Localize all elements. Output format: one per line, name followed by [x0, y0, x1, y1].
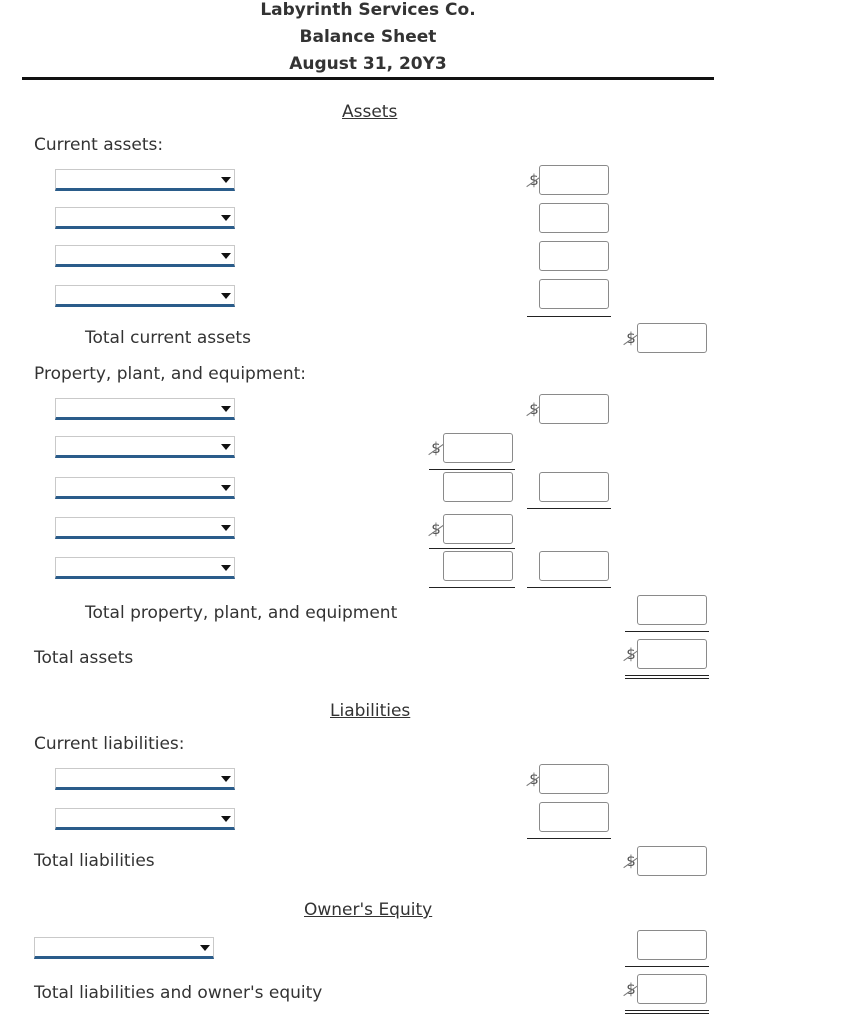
ppe-accum-depr-amount-2[interactable] — [443, 551, 513, 581]
dollar-sign-icon: $ — [429, 520, 443, 540]
total-assets-amount[interactable] — [637, 639, 707, 669]
ppe-select-2[interactable] — [55, 436, 235, 458]
ppe-net-amount-2[interactable] — [539, 472, 609, 502]
ppe-net-amount-1[interactable] — [539, 394, 609, 424]
dropdown-arrow-icon — [221, 485, 231, 491]
double-rule — [625, 675, 709, 679]
double-rule — [625, 1010, 709, 1014]
current-asset-select-2[interactable] — [55, 207, 235, 229]
dollar-sign-icon: $ — [624, 645, 638, 665]
subtotal-rule — [429, 469, 515, 470]
current-asset-amount-2[interactable] — [539, 203, 609, 233]
statement-date: August 31, 20Y3 — [289, 54, 447, 74]
subtotal-rule — [625, 966, 709, 967]
liability-amount-2[interactable] — [539, 802, 609, 832]
dollar-sign-icon: $ — [624, 329, 638, 349]
ppe-cost-amount-2[interactable] — [443, 514, 513, 544]
current-asset-select-1[interactable] — [55, 169, 235, 191]
dropdown-arrow-icon — [221, 215, 231, 221]
dropdown-arrow-icon — [221, 406, 231, 412]
dropdown-arrow-icon — [221, 525, 231, 531]
total-liabilities-equity-label: Total liabilities and owner's equity — [34, 983, 323, 1003]
company-name: Labyrinth Services Co. — [260, 0, 476, 20]
assets-heading: Assets — [342, 102, 398, 122]
subtotal-rule — [527, 838, 611, 839]
total-ppe-amount[interactable] — [637, 595, 707, 625]
ppe-label: Property, plant, and equipment: — [34, 364, 307, 384]
current-asset-amount-3[interactable] — [539, 241, 609, 271]
ppe-cost-amount-1[interactable] — [443, 433, 513, 463]
current-asset-select-4[interactable] — [55, 285, 235, 307]
equity-amount[interactable] — [637, 930, 707, 960]
liabilities-heading: Liabilities — [330, 701, 411, 721]
dollar-sign-icon: $ — [624, 980, 638, 1000]
current-assets-label: Current assets: — [34, 135, 164, 155]
ppe-select-5[interactable] — [55, 557, 235, 579]
dropdown-arrow-icon — [200, 945, 210, 951]
current-asset-select-3[interactable] — [55, 245, 235, 267]
dropdown-arrow-icon — [221, 253, 231, 259]
total-liabilities-equity-amount[interactable] — [637, 974, 707, 1004]
dollar-sign-icon: $ — [527, 400, 541, 420]
subtotal-rule — [527, 508, 611, 509]
current-liabilities-label: Current liabilities: — [34, 734, 185, 754]
dropdown-arrow-icon — [221, 293, 231, 299]
subtotal-rule — [625, 631, 709, 632]
dropdown-arrow-icon — [221, 444, 231, 450]
total-current-assets-label: Total current assets — [85, 328, 251, 348]
dollar-sign-icon: $ — [624, 852, 638, 872]
total-assets-label: Total assets — [34, 648, 134, 668]
subtotal-rule — [527, 316, 611, 317]
dollar-sign-icon: $ — [527, 770, 541, 790]
total-liabilities-label: Total liabilities — [34, 851, 155, 871]
ppe-select-3[interactable] — [55, 477, 235, 499]
total-current-assets-amount[interactable] — [637, 323, 707, 353]
liability-select-2[interactable] — [55, 808, 235, 830]
subtotal-rule — [527, 587, 611, 588]
equity-select[interactable] — [34, 937, 214, 959]
dollar-sign-icon: $ — [429, 439, 443, 459]
ppe-net-amount-3[interactable] — [539, 551, 609, 581]
statement-title: Balance Sheet — [299, 27, 437, 47]
total-liabilities-amount[interactable] — [637, 846, 707, 876]
dollar-sign-icon: $ — [527, 171, 541, 191]
subtotal-rule — [429, 548, 515, 549]
subtotal-rule — [429, 587, 515, 588]
dropdown-arrow-icon — [221, 177, 231, 183]
equity-heading: Owner's Equity — [304, 900, 433, 920]
liability-select-1[interactable] — [55, 768, 235, 790]
ppe-select-4[interactable] — [55, 517, 235, 539]
header-rule — [22, 77, 714, 80]
total-ppe-label: Total property, plant, and equipment — [85, 603, 398, 623]
dropdown-arrow-icon — [221, 565, 231, 571]
liability-amount-1[interactable] — [539, 764, 609, 794]
current-asset-amount-4[interactable] — [539, 279, 609, 309]
ppe-select-1[interactable] — [55, 398, 235, 420]
ppe-accum-depr-amount-1[interactable] — [443, 472, 513, 502]
current-asset-amount-1[interactable] — [539, 165, 609, 195]
dropdown-arrow-icon — [221, 776, 231, 782]
dropdown-arrow-icon — [221, 816, 231, 822]
